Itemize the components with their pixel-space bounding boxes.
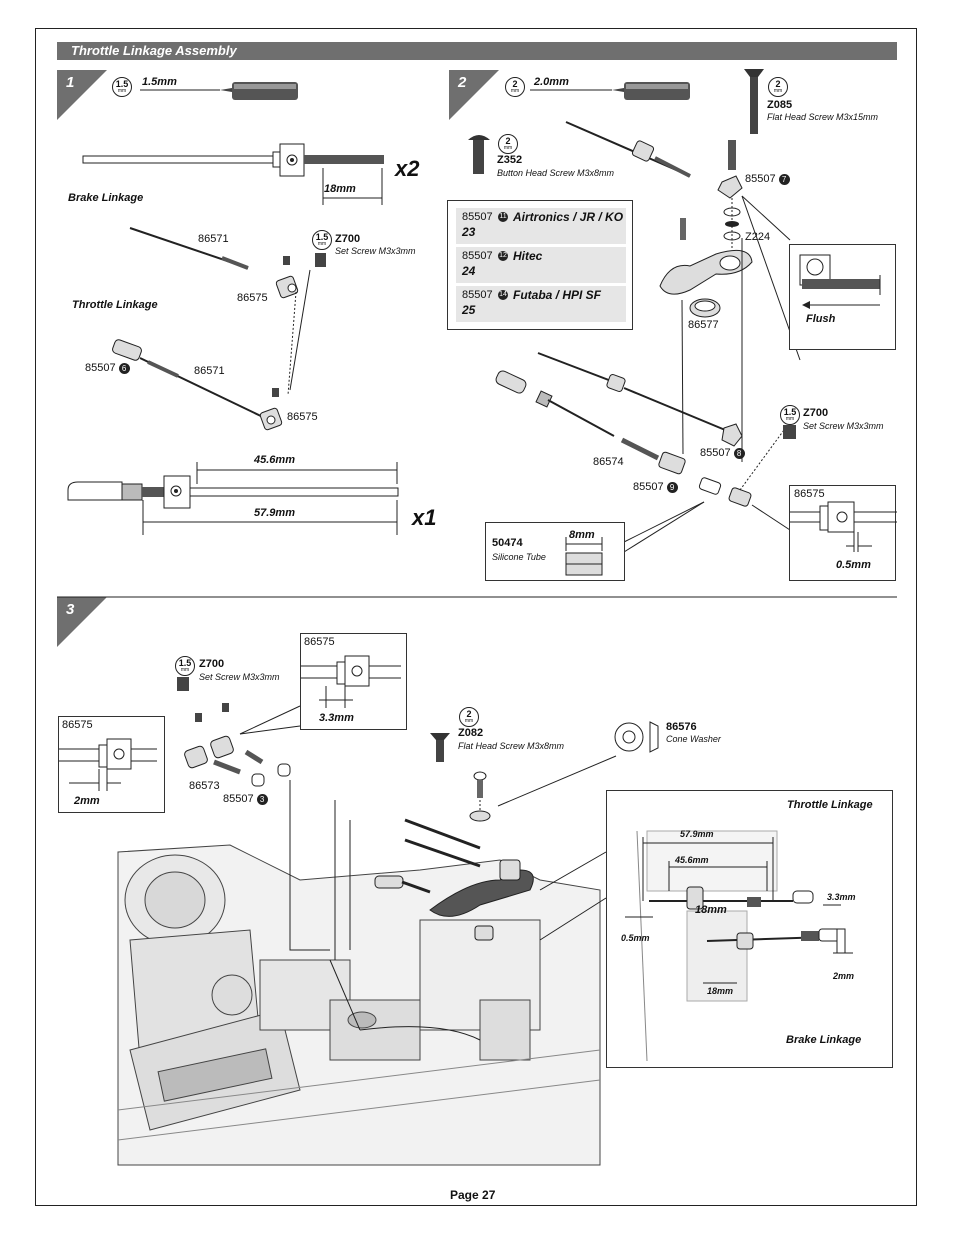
z700-code-2: Z700 xyxy=(803,407,829,419)
inset-2: 2mm xyxy=(833,971,855,981)
driver-size-label: 1.5mm xyxy=(142,76,177,88)
brake-dimension: 18mm xyxy=(324,183,356,195)
dim-2: 2mm xyxy=(74,795,100,807)
driver-size-label-2: 2.0mm xyxy=(534,76,569,88)
quantity-x1: x1 xyxy=(412,505,437,530)
step-2-badge xyxy=(449,70,499,120)
dimension-45-6: 45.6mm xyxy=(254,454,295,466)
setscrew-detail-box: 86575 0.5mm xyxy=(789,485,897,581)
flush-detail-box: Flush xyxy=(789,244,896,350)
brake-linkage-drawing xyxy=(82,143,384,205)
inset-brake-label: Brake Linkage xyxy=(786,1034,862,1046)
step-3-number: 3 xyxy=(66,601,75,618)
servo-option-futaba: 85507 14 Futaba / HPI SF 25 xyxy=(456,286,626,322)
step-3-badge xyxy=(57,597,107,647)
part-85507-9: 85507 9 xyxy=(633,481,678,493)
setscrew-detail-2: 86575 2mm xyxy=(58,716,165,813)
dimension-57-9: 57.9mm xyxy=(254,507,295,519)
z085-code: Z085 xyxy=(767,99,793,111)
part-86575-detail: 86575 xyxy=(794,488,825,500)
part-86573: 86573 xyxy=(189,780,220,792)
flat-screw-z085-icon xyxy=(744,69,764,134)
linkage-detail-inset: Throttle Linkage 57.9mm 45.6mm 18mm 3.3m… xyxy=(606,790,893,1068)
part-86575-a: 86575 xyxy=(237,292,268,304)
servo-option-hitec: 85507 12 Hitec 24 xyxy=(456,247,626,283)
z700-code: Z700 xyxy=(335,233,361,245)
part-86571-a: 86571 xyxy=(198,233,229,245)
z082-code: Z082 xyxy=(458,727,484,739)
button-screw-z352-icon xyxy=(468,135,490,174)
throttle-linkage-assembled xyxy=(67,462,399,535)
hex-driver-icon xyxy=(140,82,298,100)
inset-57-9: 57.9mm xyxy=(680,829,714,839)
page-number: Page 27 xyxy=(450,1188,496,1202)
step-1-number: 1 xyxy=(66,74,75,91)
section-header: Throttle Linkage Assembly xyxy=(57,42,897,60)
z700-desc-3: Set Screw M3x3mm xyxy=(199,672,280,682)
z700-desc-2: Set Screw M3x3mm xyxy=(803,421,884,431)
throttle-linkage-exploded xyxy=(112,227,326,431)
cone-washer-desc: Cone Washer xyxy=(666,734,721,744)
hex-driver-2-icon xyxy=(530,82,690,100)
setscrew-detail-33: 86575 3.3mm xyxy=(300,633,407,730)
throttle-linkage-label: Throttle Linkage xyxy=(72,299,158,311)
part-86571-b: 86571 xyxy=(194,365,225,377)
part-85507-7: 85507 7 xyxy=(745,173,790,185)
part-86577: 86577 xyxy=(688,319,719,331)
dim-3-3: 3.3mm xyxy=(319,712,354,724)
inset-18-b: 18mm xyxy=(707,986,734,996)
dim-0-5: 0.5mm xyxy=(836,559,871,571)
step-2-number: 2 xyxy=(458,74,467,91)
z085-desc: Flat Head Screw M3x15mm xyxy=(767,112,879,122)
part-86574: 86574 xyxy=(593,456,624,468)
inset-0-5: 0.5mm xyxy=(621,933,650,943)
z224-label: Z224 xyxy=(745,231,771,243)
flush-label: Flush xyxy=(806,313,836,325)
inset-18-a: 18mm xyxy=(695,904,727,916)
tube-desc: Silicone Tube xyxy=(492,552,546,562)
part-85507-8: 85507 8 xyxy=(700,447,745,459)
quantity-x2: x2 xyxy=(395,156,420,181)
part-86575-box2: 86575 xyxy=(62,719,93,731)
z352-desc: Button Head Screw M3x8mm xyxy=(497,168,615,178)
tube-code: 50474 xyxy=(492,537,523,549)
inset-throttle-label: Throttle Linkage xyxy=(787,799,873,811)
chassis-illustration xyxy=(117,844,601,1166)
brake-linkage-label: Brake Linkage xyxy=(68,192,144,204)
z700-desc: Set Screw M3x3mm xyxy=(335,246,416,256)
servo-option-airtronics: 85507 11 Airtronics / JR / KO 23 xyxy=(456,208,626,244)
step3-parts xyxy=(177,677,659,822)
page-frame xyxy=(35,28,917,1206)
tube-dim: 8mm xyxy=(569,529,595,541)
silicone-tube-box: 50474 Silicone Tube 8mm xyxy=(485,522,625,581)
inset-45-6: 45.6mm xyxy=(675,855,709,865)
z352-code: Z352 xyxy=(497,154,523,166)
inset-3-3: 3.3mm xyxy=(827,892,856,902)
part-86575-box1: 86575 xyxy=(304,636,335,648)
part-86576: 86576 xyxy=(666,721,697,733)
linkage-over-chassis xyxy=(289,780,534,1041)
z700-code-3: Z700 xyxy=(199,658,225,670)
step-1-badge xyxy=(57,70,107,120)
servo-horn xyxy=(659,249,753,295)
part-85507-3: 85507 3 xyxy=(223,793,268,805)
part-85507-6: 85507 6 xyxy=(85,362,130,374)
section-title: Throttle Linkage Assembly xyxy=(71,43,237,58)
z082-desc: Flat Head Screw M3x8mm xyxy=(458,741,565,751)
part-86575-b: 86575 xyxy=(287,411,318,423)
